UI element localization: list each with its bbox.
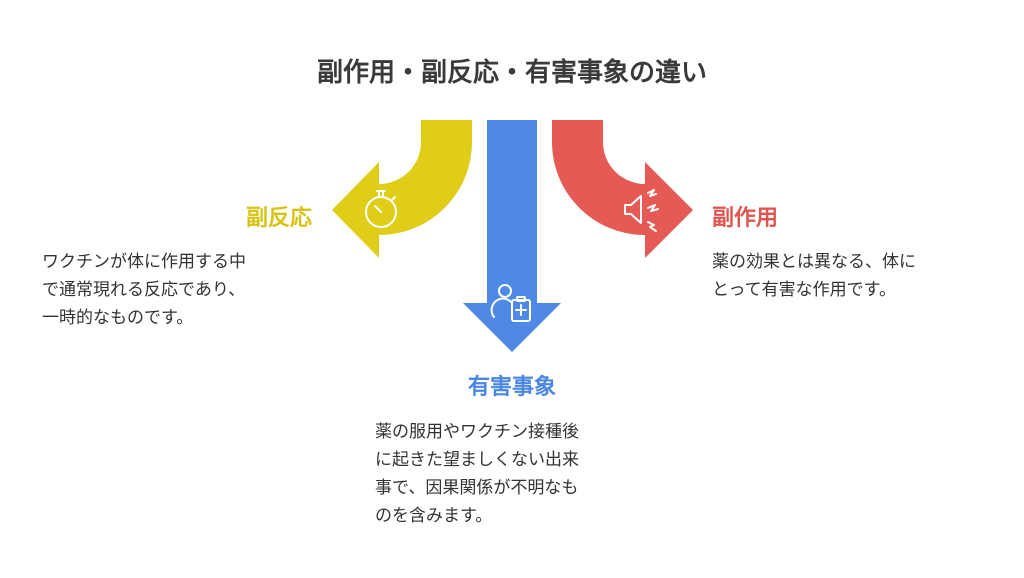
yellow-arrow-left [332, 120, 472, 258]
description-side-effect: 薬の効果とは異なる、体に とって有害な作用です。 [712, 248, 916, 304]
patient-clipboard-icon [490, 284, 531, 322]
label-side-reaction: 副反応 [245, 206, 312, 231]
description-line: 一時的なものです。 [42, 308, 194, 328]
description-line: で通常現れる反応であり、 [42, 280, 246, 300]
description-line: 薬の効果とは異なる、体に [712, 252, 916, 272]
label-adverse-event: 有害事象 [467, 375, 556, 400]
description-adverse-event: 薬の服用やワクチン接種後 に起きた望ましくない出来 事で、因果関係が不明なも の… [375, 418, 579, 530]
description-line: とって有害な作用です。 [712, 280, 896, 300]
stopwatch-icon [365, 190, 397, 228]
blue-arrow-down [463, 120, 561, 352]
description-line: に起きた望ましくない出来 [375, 450, 579, 470]
description-line: 事で、因果関係が不明なも [375, 478, 579, 498]
description-line: 薬の服用やワクチン接種後 [375, 422, 579, 442]
description-side-reaction: ワクチンが体に作用する中 で通常現れる反応であり、 一時的なものです。 [42, 248, 246, 332]
diagram-title: 副作用・副反応・有害事象の違い [316, 58, 707, 88]
label-side-effect: 副作用 [712, 206, 779, 231]
description-line: ワクチンが体に作用する中 [42, 252, 246, 272]
red-arrow-right [552, 120, 693, 258]
speaker-alert-icon [624, 189, 659, 232]
description-line: のを含みます。 [375, 506, 493, 526]
